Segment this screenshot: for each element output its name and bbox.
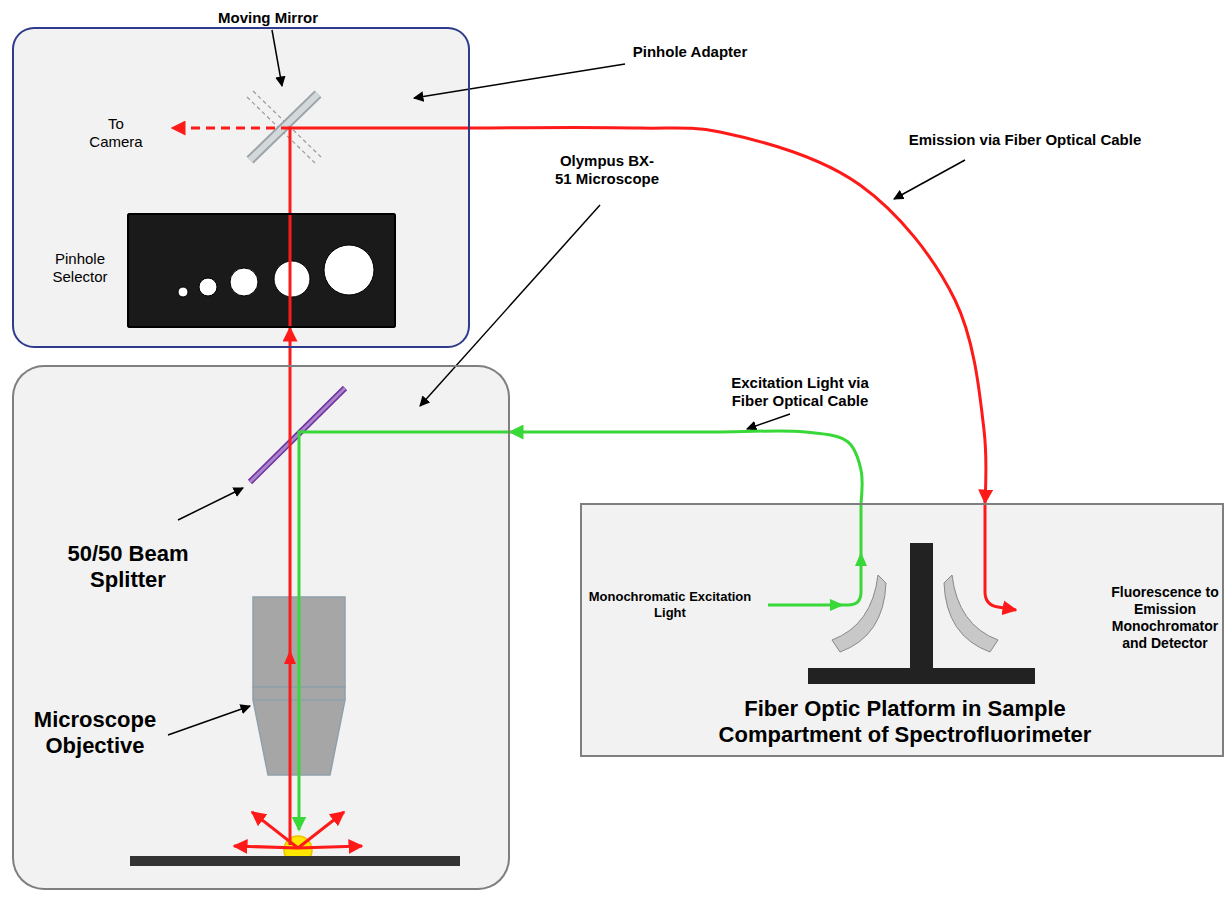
fiber-platform-hardware: [910, 543, 933, 668]
pinhole-holes: [178, 287, 188, 297]
pinhole-holes: [274, 261, 310, 297]
part-label: Pinhole Selector: [35, 250, 125, 286]
excitation-fiber: [510, 431, 862, 503]
callout-arrows: [168, 706, 250, 735]
microscope-panel-fill: [12, 365, 510, 890]
fiber-platform-hardware: [944, 575, 998, 652]
emission-fiber: [470, 127, 986, 503]
callout-label: Microscope Objective: [25, 707, 165, 760]
callout-arrows: [420, 205, 600, 406]
emission-beam: [298, 846, 362, 848]
selector-box: Pinhole Selector: [127, 213, 396, 328]
microscope-panel: Olympus BX-51 Microscope: [12, 365, 510, 890]
fiber-platform-hardware: [832, 575, 886, 652]
emission-beam: [172, 127, 290, 130]
pinhole-holes: [324, 245, 374, 295]
emission-beam: [234, 846, 298, 848]
callout-arrows: [168, 30, 965, 735]
emission-beam: [284, 650, 296, 664]
fiber-platform-hardware: [808, 668, 1035, 684]
emission-beam: [298, 812, 344, 848]
adapter-panel-fill: [12, 27, 470, 348]
panel-title: Fiber Optic Platform in Sample Compartme…: [595, 696, 1215, 749]
sample-stage: [130, 836, 460, 866]
callout-arrows: [272, 30, 282, 86]
pinhole-holes: [178, 245, 374, 297]
callout-arrows: [747, 414, 790, 429]
emission-beam: [252, 812, 298, 848]
excitation-beam: [830, 599, 844, 611]
callout-label: Moving Mirror: [198, 9, 338, 27]
excitation-beam: [768, 503, 861, 605]
pinhole-holes: [199, 278, 217, 296]
callout-label: Pinhole Adapter: [610, 43, 770, 61]
pinhole-holes: [230, 268, 258, 296]
platform-panel-fill: [580, 503, 1224, 757]
output-label: Fluorescence to Emission Monochromator a…: [1109, 584, 1221, 651]
emission-beam: [290, 128, 470, 328]
callout-label: Excitation Light via Fiber Optical Cable: [715, 374, 885, 410]
sample-stage: [130, 856, 460, 866]
emission-beam: [985, 503, 1016, 610]
callout-label: 50/50 Beam Splitter: [63, 541, 193, 594]
selector-box-fill: [127, 213, 396, 328]
excitation-beam: [299, 432, 510, 830]
callout-label: Emission via Fiber Optical Cable: [875, 131, 1175, 149]
adapter-panel: Pinhole SelectorPinhole Adapter: [12, 27, 470, 348]
excitation-beam: [299, 432, 867, 830]
emission-beam-connector: [289, 328, 292, 365]
output-label: To Camera: [80, 115, 152, 151]
callout-arrows: [894, 160, 965, 199]
emission-beam: [289, 365, 292, 845]
callout-arrows: [414, 64, 625, 98]
platform-panel: Monochromatic Excitation Light Fluorescen…: [580, 503, 1224, 757]
callout-label: Olympus BX-51 Microscope: [552, 152, 662, 188]
fiber-platform-hardware: [808, 543, 1035, 684]
callout-arrows: [178, 488, 243, 520]
excitation-beam: [855, 552, 867, 566]
input-label: Monochromatic Excitation Light: [579, 589, 761, 620]
